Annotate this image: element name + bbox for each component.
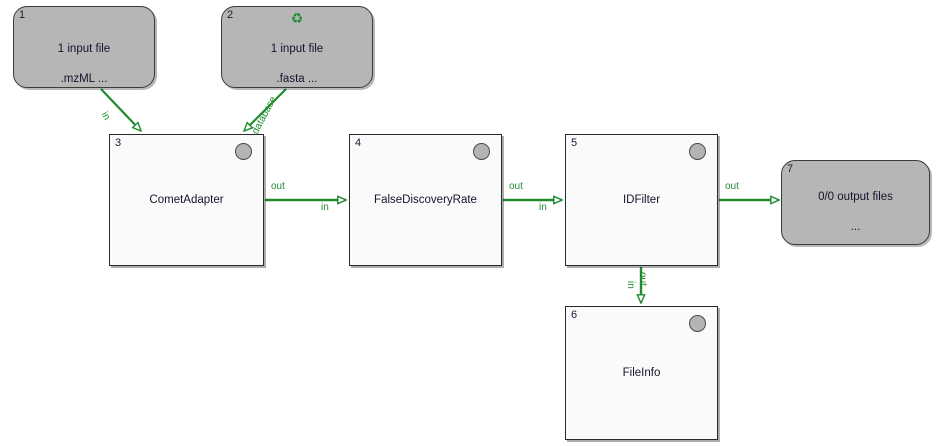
node-index: 3 — [115, 137, 122, 149]
node-index: 7 — [787, 163, 794, 175]
status-indicator-icon[interactable] — [689, 143, 706, 160]
port-label-out-node4: out — [509, 181, 523, 192]
port-label-in-node4: in — [321, 202, 329, 213]
node-2-input-file[interactable]: 2 ♻ 1 input file .fasta ... — [221, 6, 373, 88]
node-3-cometadapter[interactable]: 3 CometAdapter — [109, 134, 264, 266]
node-secondary-label: .fasta ... — [276, 73, 318, 85]
node-1-input-file[interactable]: 1 1 input file .mzML ... — [13, 6, 155, 88]
port-label-database: database — [250, 94, 280, 137]
status-indicator-icon[interactable] — [235, 143, 252, 160]
node-tool-label: CometAdapter — [149, 194, 224, 206]
node-secondary-label: ... — [850, 221, 861, 233]
node-index: 6 — [571, 309, 578, 321]
port-label-in-node6: in — [625, 281, 636, 289]
port-label-in-node5: in — [539, 202, 547, 213]
node-primary-label: 1 input file — [270, 43, 324, 55]
status-indicator-icon[interactable] — [473, 143, 490, 160]
node-primary-label: 1 input file — [57, 43, 111, 55]
node-5-idfilter[interactable]: 5 IDFilter — [565, 134, 718, 266]
node-tool-label: FileInfo — [622, 367, 661, 379]
port-label-out-node5-to-7: out — [725, 181, 739, 192]
node-index: 2 — [227, 9, 234, 21]
node-index: 1 — [19, 9, 26, 21]
port-label-out-node3: out — [271, 181, 285, 192]
node-7-output-files[interactable]: 7 0/0 output files ... — [781, 160, 930, 245]
node-index: 4 — [355, 137, 362, 149]
port-label-in-node3: in — [98, 110, 113, 123]
node-primary-label: 0/0 output files — [818, 191, 893, 203]
node-tool-label: IDFilter — [622, 194, 661, 206]
port-label-out-node5-to-6: out — [637, 272, 648, 286]
node-4-falsediscoveryrate[interactable]: 4 FalseDiscoveryRate — [349, 134, 502, 266]
node-tool-label: FalseDiscoveryRate — [374, 194, 477, 206]
node-secondary-label: .mzML ... — [60, 73, 108, 85]
node-index: 5 — [571, 137, 578, 149]
status-indicator-icon[interactable] — [689, 315, 706, 332]
node-6-fileinfo[interactable]: 6 FileInfo — [565, 306, 718, 440]
recycle-icon: ♻ — [290, 10, 304, 26]
